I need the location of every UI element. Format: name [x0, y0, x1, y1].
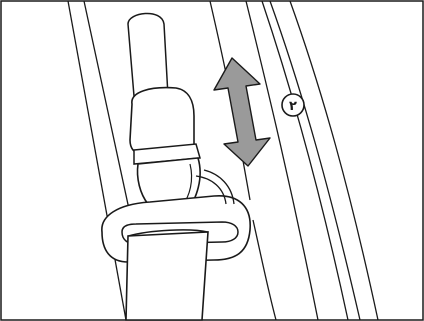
pillar-edge-line — [246, 1, 318, 320]
pillar-edge-line — [290, 1, 378, 320]
adjuster-rail — [128, 13, 168, 96]
pillar-trim — [68, 1, 378, 320]
pillar-edge-line — [262, 1, 348, 320]
seat-belt-webbing — [126, 232, 208, 320]
double-headed-vertical-arrow-icon — [214, 58, 270, 166]
step-callout: ٢ — [282, 94, 304, 116]
pillar-edge-line — [68, 1, 126, 320]
adjust-arrow-shape — [214, 58, 270, 166]
pillar-edge-line — [253, 220, 276, 320]
callout-number: ٢ — [289, 99, 297, 114]
adjuster-button — [130, 88, 194, 154]
